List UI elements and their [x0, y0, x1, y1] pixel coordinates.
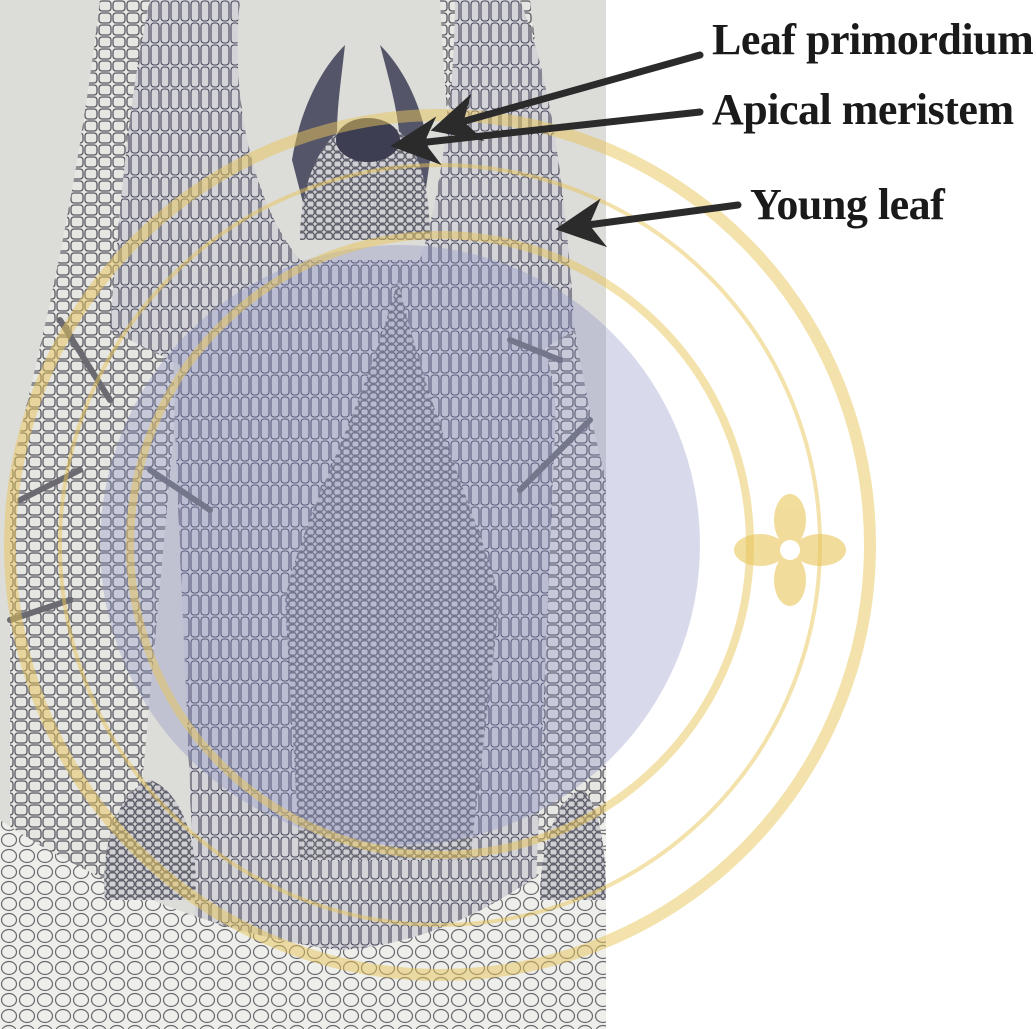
- watermark-disc: [100, 245, 700, 845]
- label-leaf-primordium: Leaf primordium: [712, 18, 1033, 62]
- label-apical-meristem: Apical meristem: [712, 88, 1014, 132]
- label-young-leaf: Young leaf: [750, 183, 944, 227]
